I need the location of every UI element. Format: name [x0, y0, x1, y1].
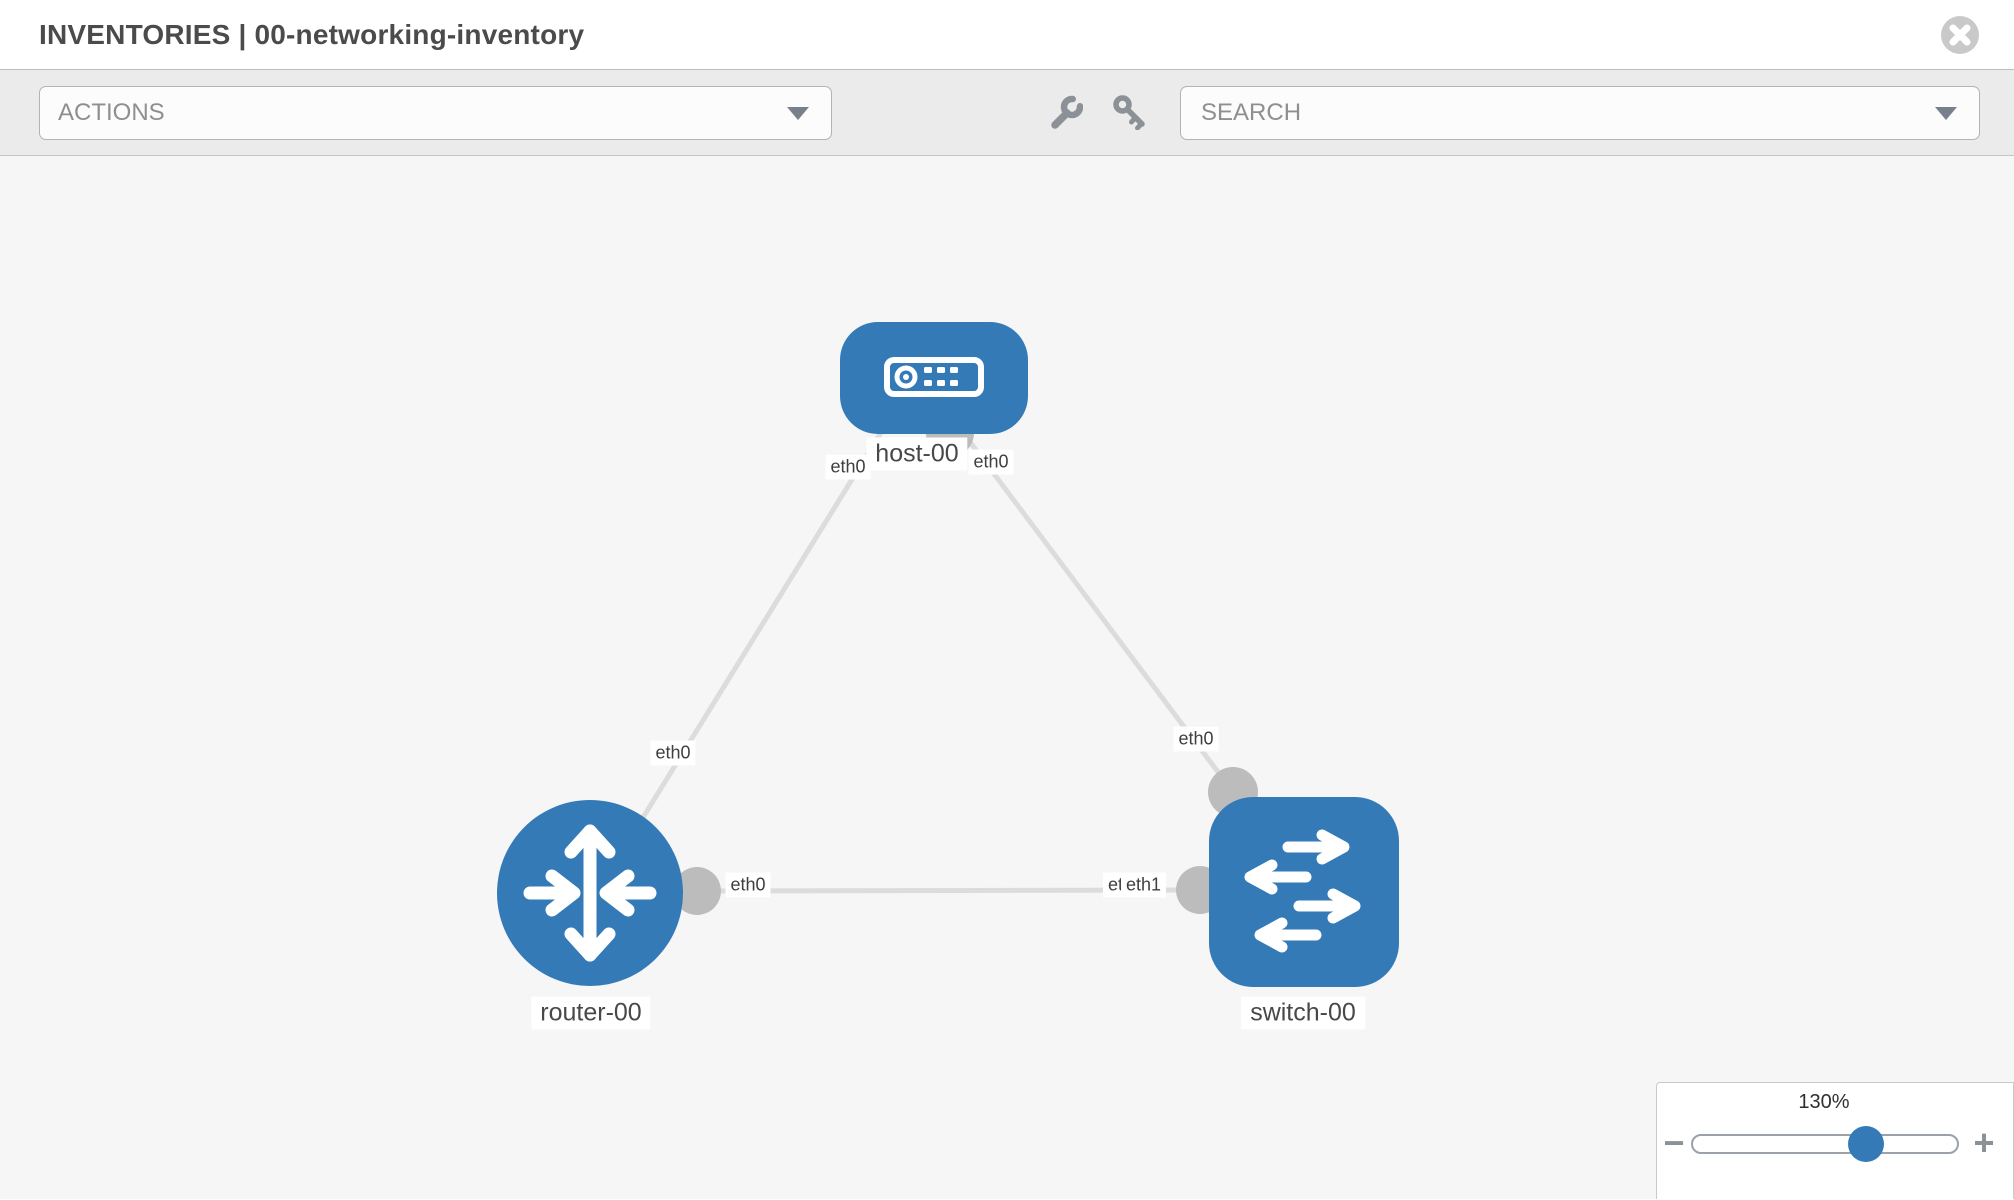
connector-router-right: [673, 867, 721, 915]
interface-label-host-to-router: eth0: [825, 454, 871, 480]
router-icon: [523, 824, 657, 962]
toolbar: ACTIONS SEARCH: [0, 70, 2014, 156]
interface-label-switch-from-host: eth0: [1173, 726, 1219, 752]
link-host-router[interactable]: [597, 416, 893, 889]
host-icon: [884, 357, 984, 397]
interface-label-switch-from-router: eth1: [1121, 872, 1167, 898]
interface-label-host-to-switch: eth0: [968, 449, 1014, 475]
close-icon: [1941, 16, 1979, 54]
actions-dropdown-label: ACTIONS: [58, 99, 165, 126]
node-switch[interactable]: [1209, 797, 1399, 987]
wrench-icon: [1051, 95, 1084, 129]
chevron-down-icon: [1935, 107, 1957, 120]
key-icon: [1113, 95, 1145, 131]
zoom-slider-track[interactable]: [1691, 1126, 1959, 1162]
wrench-button[interactable]: [1047, 94, 1084, 130]
close-button[interactable]: [1941, 16, 1979, 54]
interface-label-router-from-host: eth0: [650, 740, 696, 766]
actions-dropdown[interactable]: ACTIONS: [39, 86, 832, 140]
zoom-out-button[interactable]: −: [1659, 1123, 1689, 1163]
zoom-level-value: 130%: [1798, 1091, 1850, 1113]
search-dropdown[interactable]: SEARCH: [1180, 86, 1980, 140]
switch-icon: [1244, 829, 1361, 953]
interface-label-router-to-switch: eth0: [725, 872, 771, 898]
page-title: INVENTORIES | 00-networking-inventory: [39, 18, 585, 50]
node-label-switch: switch-00: [1241, 996, 1365, 1030]
node-label-host: host-00: [866, 437, 968, 471]
zoom-control-panel: 130% − +: [1656, 1082, 2014, 1199]
node-router[interactable]: [497, 800, 683, 986]
node-label-router: router-00: [531, 996, 651, 1030]
chevron-down-icon: [787, 107, 809, 120]
topology-canvas[interactable]: host-00 router-00 switch-00 eth0 eth0 et…: [0, 156, 2014, 1199]
header: INVENTORIES | 00-networking-inventory: [0, 0, 2014, 70]
zoom-slider-handle[interactable]: [1848, 1126, 1884, 1162]
search-dropdown-label: SEARCH: [1201, 99, 1302, 126]
key-button[interactable]: [1112, 94, 1148, 131]
node-host[interactable]: [840, 322, 1028, 434]
zoom-in-button[interactable]: +: [1969, 1123, 1999, 1163]
